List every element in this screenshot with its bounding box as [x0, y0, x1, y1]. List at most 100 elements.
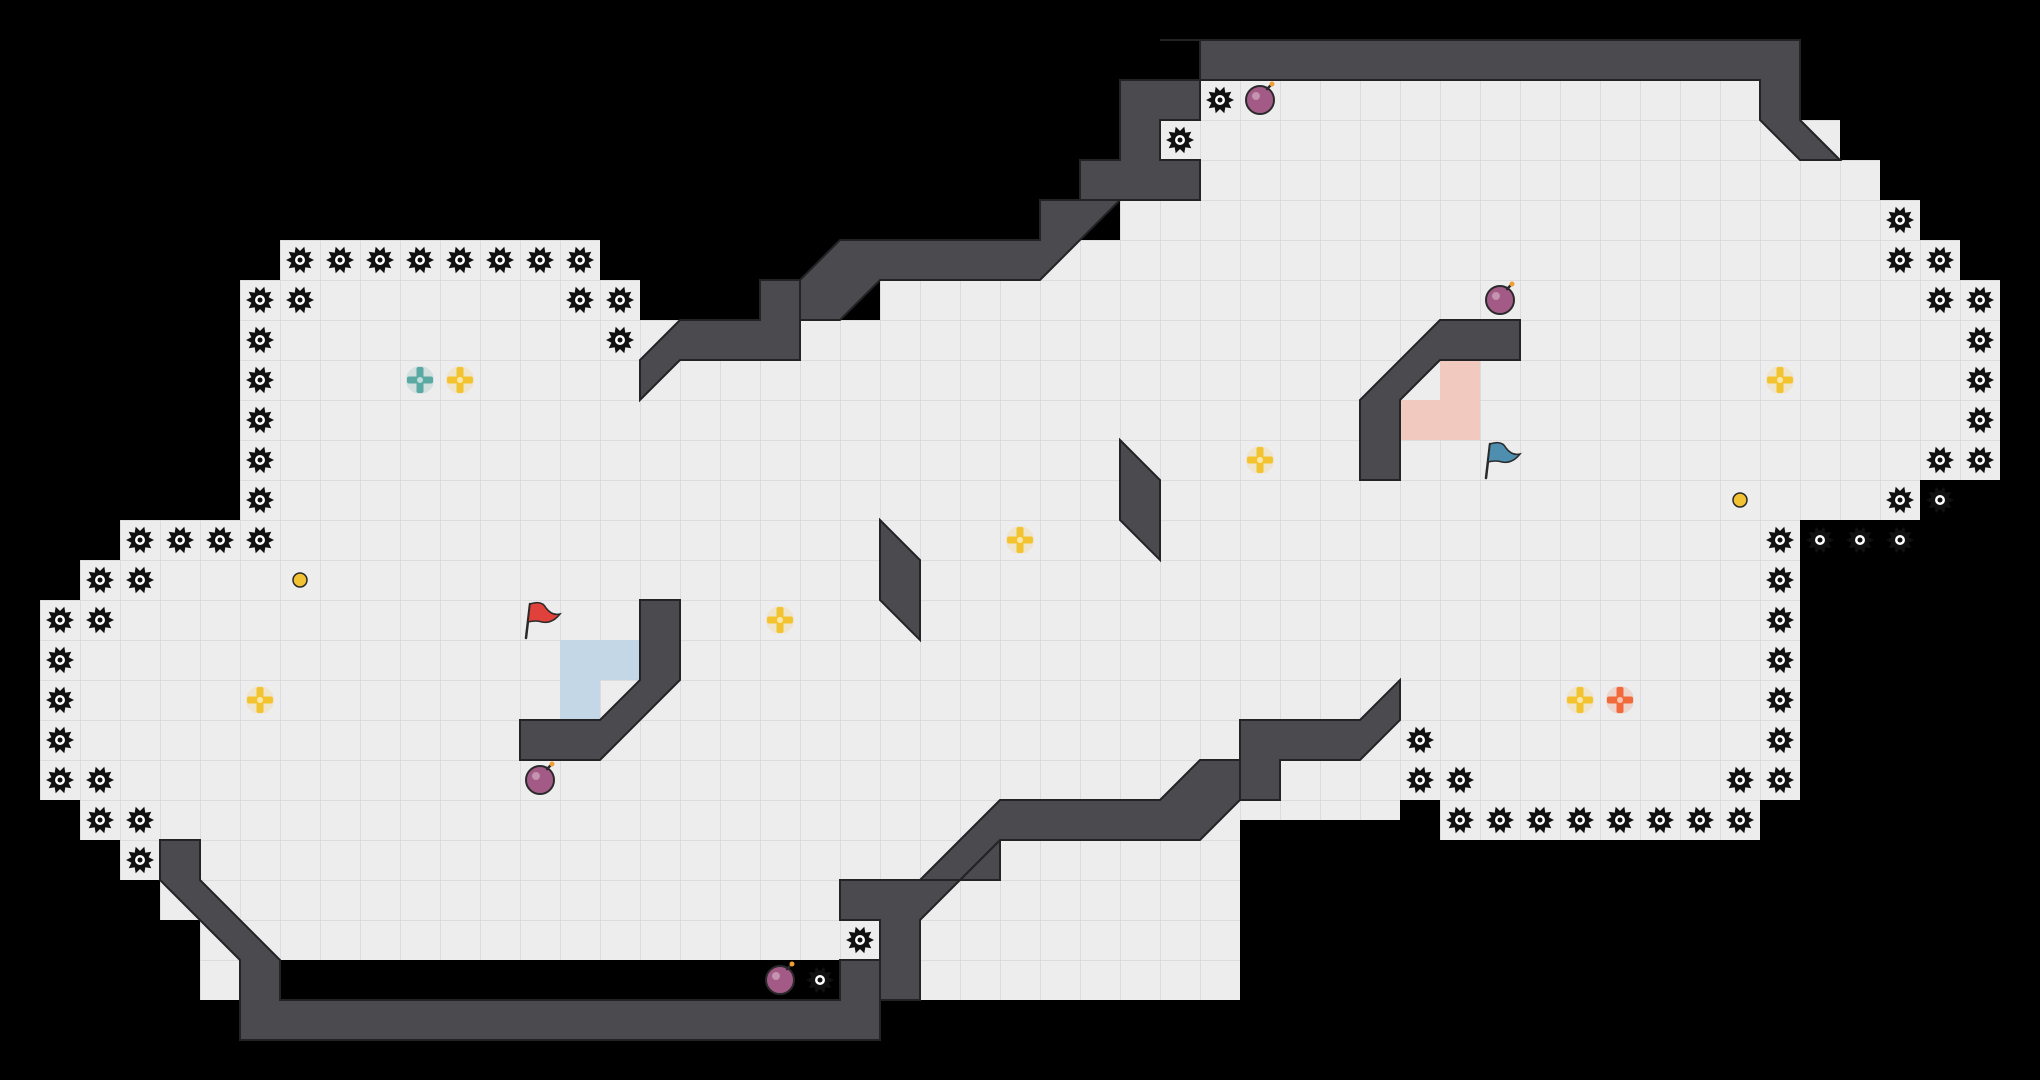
spike-icon — [126, 566, 154, 594]
spike-icon — [46, 686, 74, 714]
spike-icon — [246, 446, 274, 474]
spike-icon — [1766, 686, 1794, 714]
spike-icon — [246, 286, 274, 314]
wall-diag-center-left — [879, 517, 921, 643]
spike-icon — [606, 326, 634, 354]
yellow-powerup-icon — [1246, 446, 1274, 474]
bomb-icon — [525, 761, 555, 795]
spikes — [46, 86, 1994, 994]
spike-icon — [1886, 206, 1914, 234]
spike-icon — [1726, 806, 1754, 834]
spike-icon — [446, 246, 474, 274]
spike-icon — [86, 606, 114, 634]
spike-icon — [1886, 486, 1914, 514]
spike-icon — [246, 326, 274, 354]
walls — [159, 39, 1843, 1041]
spike-icon — [46, 606, 74, 634]
yellow-powerup-icon — [446, 366, 474, 394]
wall-lower-right — [1239, 677, 1401, 801]
spike-icon — [1966, 326, 1994, 354]
spike-icon — [1526, 806, 1554, 834]
orange-powerup-icon — [1606, 686, 1634, 714]
spike-icon — [486, 246, 514, 274]
spike-icon — [1766, 766, 1794, 794]
spike-icon — [1446, 766, 1474, 794]
yellow-powerup-icon — [1766, 366, 1794, 394]
wall-diag-center-right — [1119, 437, 1161, 563]
arena-floor — [40, 80, 2000, 1000]
spike-icon — [366, 246, 394, 274]
spike-icon — [1766, 726, 1794, 754]
tokens — [292, 492, 1748, 588]
bombs — [525, 81, 1515, 995]
spike-icon — [1926, 286, 1954, 314]
spike-icon — [1686, 806, 1714, 834]
spike-icon — [526, 246, 554, 274]
wall-red-base-guard — [1359, 319, 1521, 481]
spike-icon — [1646, 806, 1674, 834]
spike-icon — [1766, 526, 1794, 554]
bomb-icon — [1245, 81, 1275, 115]
spike-icon — [1886, 526, 1914, 554]
yellow-powerup-icon — [246, 686, 274, 714]
spike-icon — [1206, 86, 1234, 114]
spike-icon — [1766, 566, 1794, 594]
wall-top-step — [1079, 79, 1201, 201]
powerups — [246, 366, 1794, 714]
spike-icon — [846, 926, 874, 954]
spike-icon — [1966, 446, 1994, 474]
bomb-icon — [1485, 281, 1515, 315]
spike-icon — [1766, 606, 1794, 634]
spike-icon — [286, 246, 314, 274]
spike-icon — [566, 286, 594, 314]
spike-icon — [1726, 766, 1754, 794]
flags — [524, 441, 1522, 640]
spike-icon — [126, 806, 154, 834]
wall-top-right — [1160, 39, 1843, 161]
spike-icon — [1846, 526, 1874, 554]
spike-icon — [1966, 406, 1994, 434]
wall-upper-left — [639, 279, 801, 403]
spike-icon — [606, 286, 634, 314]
yellow-powerup-icon — [1566, 686, 1594, 714]
wall-upper-diagonal — [799, 199, 1123, 321]
spike-icon — [1406, 726, 1434, 754]
spike-icon — [1166, 126, 1194, 154]
spike-icon — [1446, 806, 1474, 834]
spike-icon — [126, 526, 154, 554]
spike-icon — [566, 246, 594, 274]
yellow-powerup-icon — [766, 606, 794, 634]
token-icon — [1732, 492, 1748, 508]
spike-icon — [1486, 806, 1514, 834]
spike-icon — [1766, 646, 1794, 674]
red-flag-icon — [524, 601, 562, 640]
spike-icon — [46, 726, 74, 754]
spike-icon — [406, 246, 434, 274]
spike-icon — [1926, 246, 1954, 274]
wall-bottom-left — [159, 839, 881, 1041]
spike-icon — [86, 566, 114, 594]
spike-icon — [206, 526, 234, 554]
spike-icon — [86, 806, 114, 834]
spike-icon — [166, 526, 194, 554]
spike-icon — [1606, 806, 1634, 834]
spike-icon — [1966, 286, 1994, 314]
spike-icon — [46, 646, 74, 674]
spike-icon — [1566, 806, 1594, 834]
spike-icon — [1886, 246, 1914, 274]
spike-icon — [1806, 526, 1834, 554]
spike-icon — [1926, 446, 1954, 474]
blue-flag-icon — [1484, 441, 1522, 480]
wall-blue-base-guard — [519, 599, 681, 761]
spike-icon — [326, 246, 354, 274]
spike-icon — [46, 766, 74, 794]
spike-icon — [246, 486, 274, 514]
red-base — [1400, 360, 1480, 440]
spike-icon — [1406, 766, 1434, 794]
spike-icon — [806, 966, 834, 994]
spike-icon — [246, 526, 274, 554]
spike-icon — [1926, 486, 1954, 514]
spike-icon — [246, 406, 274, 434]
yellow-powerup-icon — [1006, 526, 1034, 554]
